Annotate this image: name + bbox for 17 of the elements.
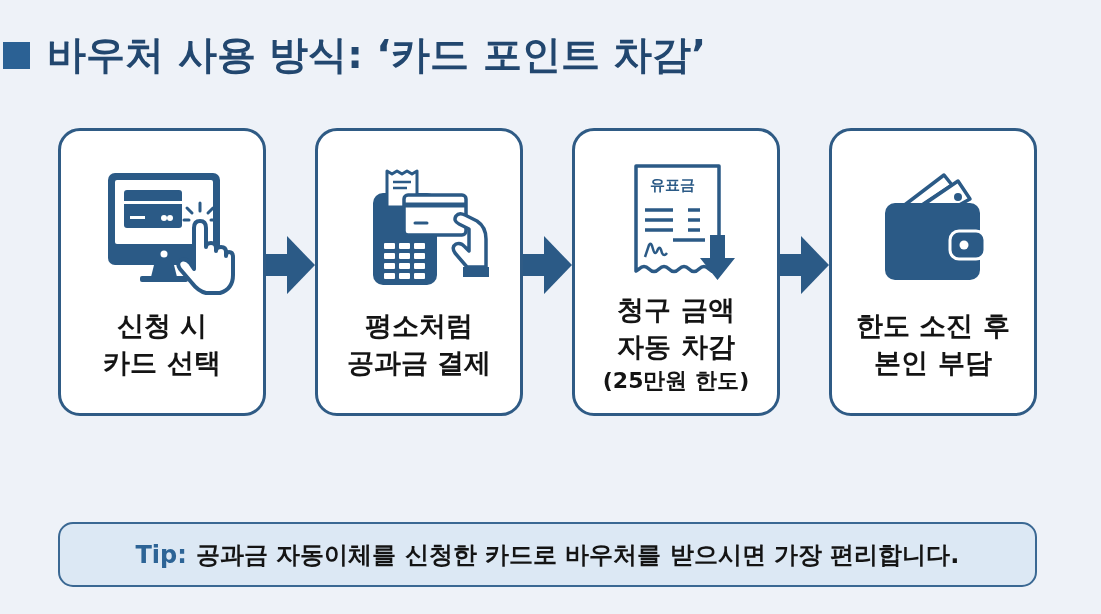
title: 바우처 사용 방식: ‘카드 포인트 차감’ [47, 31, 707, 79]
step-card [572, 128, 780, 416]
arrow [780, 236, 829, 295]
step-label: 청구 금액 자동 차감 [616, 293, 736, 364]
step-card [829, 128, 1037, 416]
arrow [523, 236, 572, 295]
step-card [315, 128, 523, 416]
arrow [266, 236, 315, 295]
step-card [58, 128, 266, 416]
step-label: 한도 소진 후 본인 부담 [855, 309, 1011, 380]
step-note: (25만원 한도) [602, 367, 750, 395]
tip-label: Tip: [135, 540, 187, 569]
tip-banner [58, 522, 1037, 587]
bill-heading: 유표금 [648, 176, 696, 194]
tip-text: 공과금 자동이체를 신청한 카드로 바우처를 받으시면 가장 편리합니다. [195, 539, 960, 571]
step-label: 평소처럼 공과금 결제 [345, 309, 493, 380]
step-label: 신청 시 카드 선택 [102, 309, 222, 380]
